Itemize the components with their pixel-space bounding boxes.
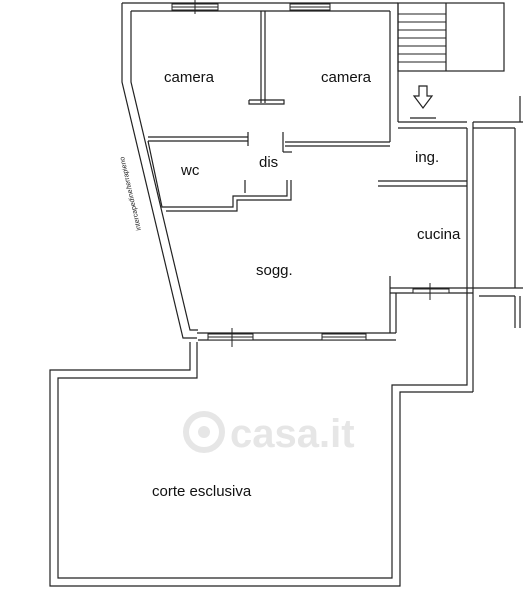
- stairs: [398, 13, 446, 63]
- watermark-logo-icon: [183, 411, 225, 453]
- watermark: casa.it: [183, 411, 355, 456]
- entrance-arrow-icon: [410, 85, 436, 119]
- label-wc: wc: [180, 162, 200, 179]
- watermark-text: casa.it: [230, 412, 355, 456]
- label-dis: dis: [259, 154, 278, 171]
- label-ing: ing.: [415, 149, 439, 166]
- label-camera-right: camera: [321, 69, 372, 86]
- corte-boundary: [49, 296, 473, 587]
- walls: [121, 2, 523, 392]
- label-sogg: sogg.: [256, 262, 293, 279]
- label-corte: corte esclusiva: [152, 483, 252, 500]
- watermark-logo-dot-icon: [198, 426, 210, 438]
- label-cucina: cucina: [417, 226, 461, 243]
- window-cucina: [412, 288, 450, 294]
- label-intercapedine: intercapedine/terrapieno: [119, 156, 143, 231]
- windows: [171, 0, 450, 347]
- label-camera-left: camera: [164, 69, 215, 86]
